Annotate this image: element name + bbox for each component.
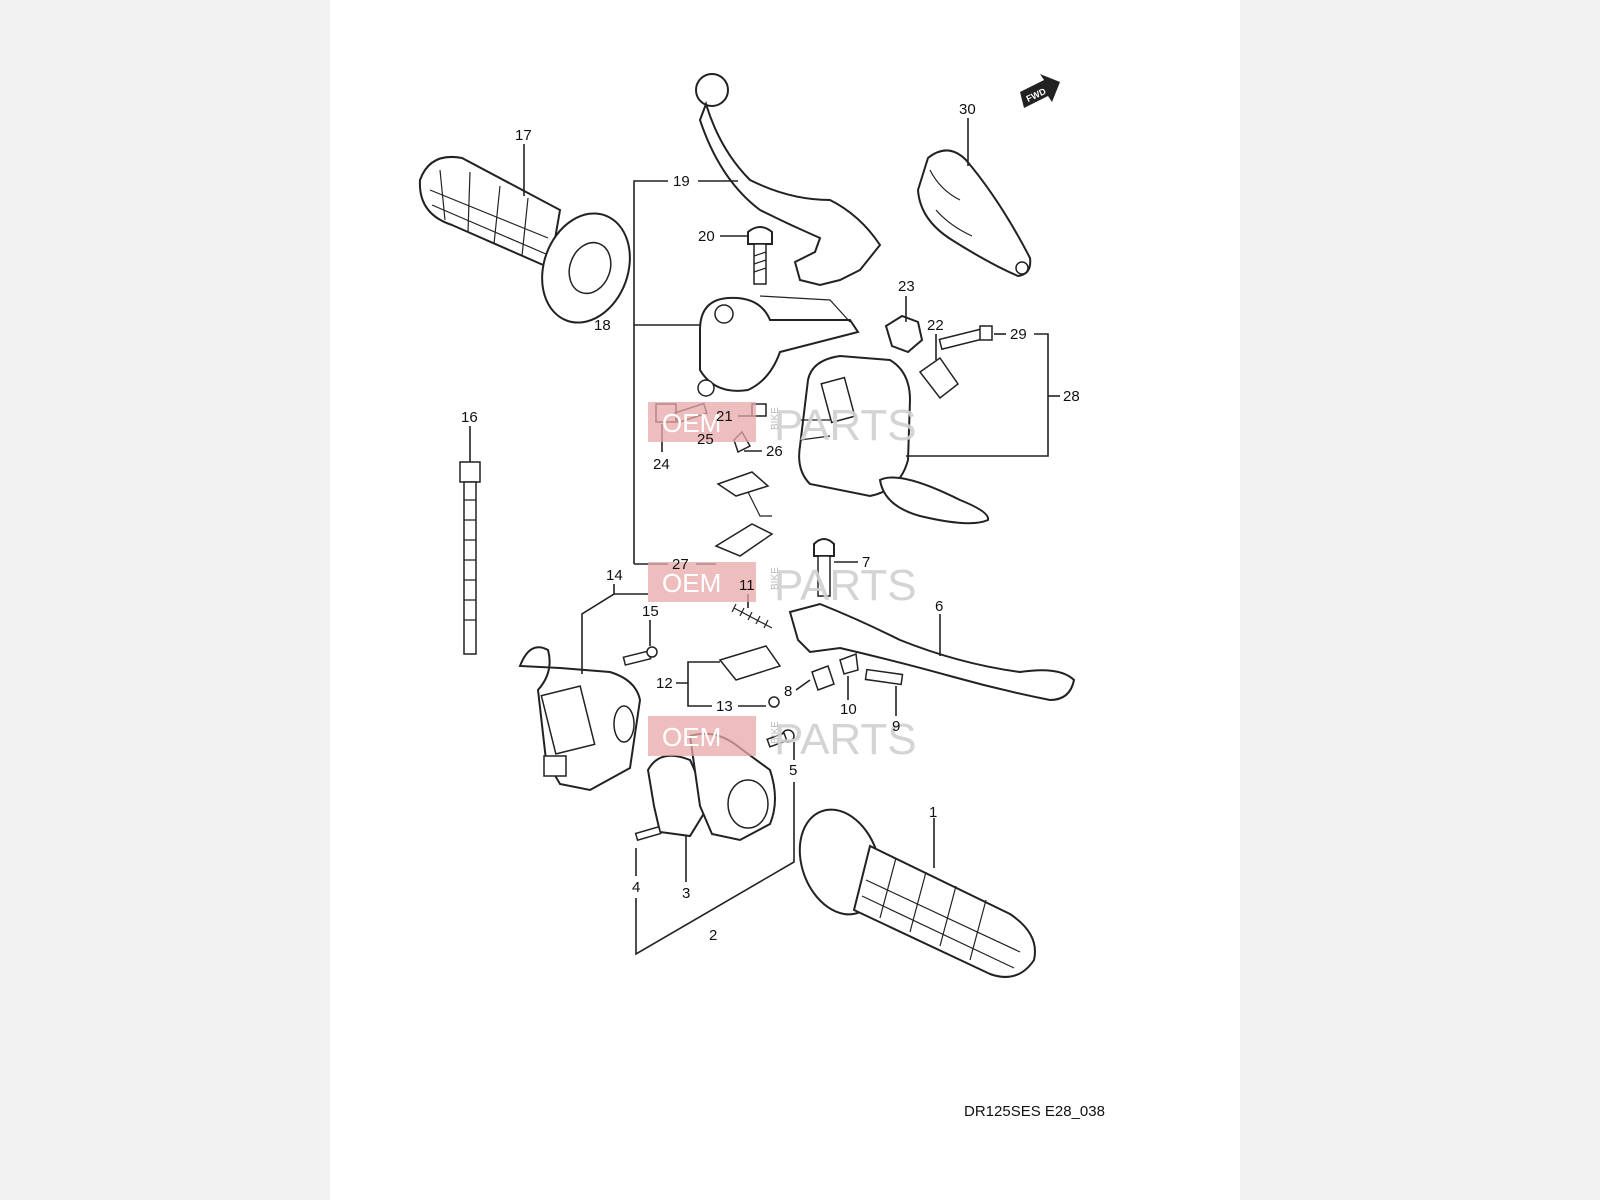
screw-15-part	[622, 646, 658, 666]
part-label-21: 21	[716, 408, 733, 425]
watermark-bike-text: BIKE	[770, 567, 781, 590]
part-label-12: 12	[656, 675, 673, 692]
adjuster-parts	[884, 314, 993, 400]
part-label-5: 5	[789, 762, 797, 779]
watermark-bike-text: BIKE	[770, 407, 781, 430]
part-label-27: 27	[672, 556, 689, 573]
part-label-28: 28	[1063, 388, 1080, 405]
watermark-oem-text: OEM	[662, 722, 721, 752]
grip-left-part	[418, 156, 631, 324]
part-label-6: 6	[935, 598, 943, 615]
watermark-2: OEM BIKE PARTS	[648, 561, 917, 610]
part-label-16: 16	[461, 409, 478, 426]
left-switch-part	[518, 646, 642, 792]
part-label-26: 26	[766, 443, 783, 460]
watermark-parts-text: PARTS	[774, 715, 917, 764]
part-labels: 1 2 3 4 5 6 7 8 9 10 11 12 13 14 15 16 1…	[461, 101, 1080, 944]
part-label-30: 30	[959, 101, 976, 118]
part-label-29: 29	[1010, 326, 1027, 343]
diagram-caption: DR125SES E28_038	[964, 1103, 1105, 1120]
lever-cover-part	[916, 149, 1032, 278]
cable-tie-part	[459, 461, 481, 655]
part-label-3: 3	[682, 885, 690, 902]
right-switch-part	[798, 354, 990, 525]
part-label-15: 15	[642, 603, 659, 620]
watermark-parts-text: PARTS	[774, 561, 917, 610]
brake-small-parts	[718, 645, 904, 708]
part-label-10: 10	[840, 701, 857, 718]
part-label-24: 24	[653, 456, 670, 473]
watermark-3: OEM BIKE PARTS	[648, 715, 917, 764]
part-label-19: 19	[673, 173, 690, 190]
pivot-bolt-part	[747, 226, 773, 285]
watermark-bike-text: BIKE	[770, 721, 781, 744]
watermark-oem-text: OEM	[662, 408, 721, 438]
brake-lever-part	[788, 602, 1076, 702]
part-label-9: 9	[892, 718, 900, 735]
part-label-18: 18	[594, 317, 611, 334]
part-label-20: 20	[698, 228, 715, 245]
clutch-lever-part	[695, 73, 882, 287]
part-label-14: 14	[606, 567, 623, 584]
part-label-25: 25	[697, 431, 714, 448]
leader-lines	[469, 118, 1060, 956]
part-label-7: 7	[862, 554, 870, 571]
part-label-8: 8	[784, 683, 792, 700]
grip-right-part	[798, 808, 1036, 978]
part-label-13: 13	[716, 698, 733, 715]
watermark-1: OEM BIKE PARTS	[648, 401, 917, 450]
watermark-oem-text: OEM	[662, 568, 721, 598]
throttle-housing-part	[646, 732, 776, 842]
part-label-23: 23	[898, 278, 915, 295]
part-label-1: 1	[929, 804, 937, 821]
part-label-22: 22	[927, 317, 944, 334]
bracket-parts	[714, 471, 774, 557]
lever-pivot-bolt-part	[813, 538, 835, 597]
part-label-17: 17	[515, 127, 532, 144]
spring-part	[731, 603, 773, 629]
part-label-11: 11	[739, 577, 755, 594]
fwd-arrow-icon: FWD	[1020, 74, 1060, 108]
part-label-2: 2	[709, 927, 717, 944]
watermark-parts-text: PARTS	[774, 401, 917, 450]
part-label-4: 4	[632, 879, 640, 896]
screws-4-5-part	[634, 729, 795, 842]
lever-holder-part	[699, 295, 860, 392]
